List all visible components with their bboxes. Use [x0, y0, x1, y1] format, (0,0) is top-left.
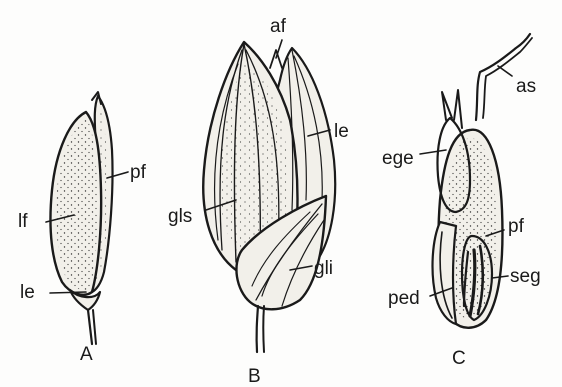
panel-b-title: B — [248, 366, 261, 387]
panel-c-label-pf: pf — [508, 216, 525, 237]
panel-c-label-ege: ege — [382, 148, 414, 169]
panel-c-label-as: as — [516, 76, 536, 97]
panel-a-label-pf: pf — [130, 162, 147, 183]
panel-a: pf lf le A — [18, 92, 147, 365]
panel-c: as ege pf seg ped C — [382, 34, 541, 369]
panel-c-title: C — [452, 348, 466, 369]
panel-c-label-ped: ped — [388, 288, 420, 309]
panel-b-label-gli: gli — [314, 258, 333, 279]
panel-b-label-le: le — [334, 121, 349, 142]
panel-a-title: A — [80, 344, 93, 365]
panel-b: af le gls gli B — [168, 16, 349, 387]
panel-a-label-lf: lf — [18, 211, 28, 232]
panel-b-label-gls: gls — [168, 206, 192, 227]
panel-a-label-le: le — [20, 282, 35, 303]
panel-b-label-af: af — [270, 16, 287, 37]
panel-c-label-seg: seg — [510, 266, 541, 287]
